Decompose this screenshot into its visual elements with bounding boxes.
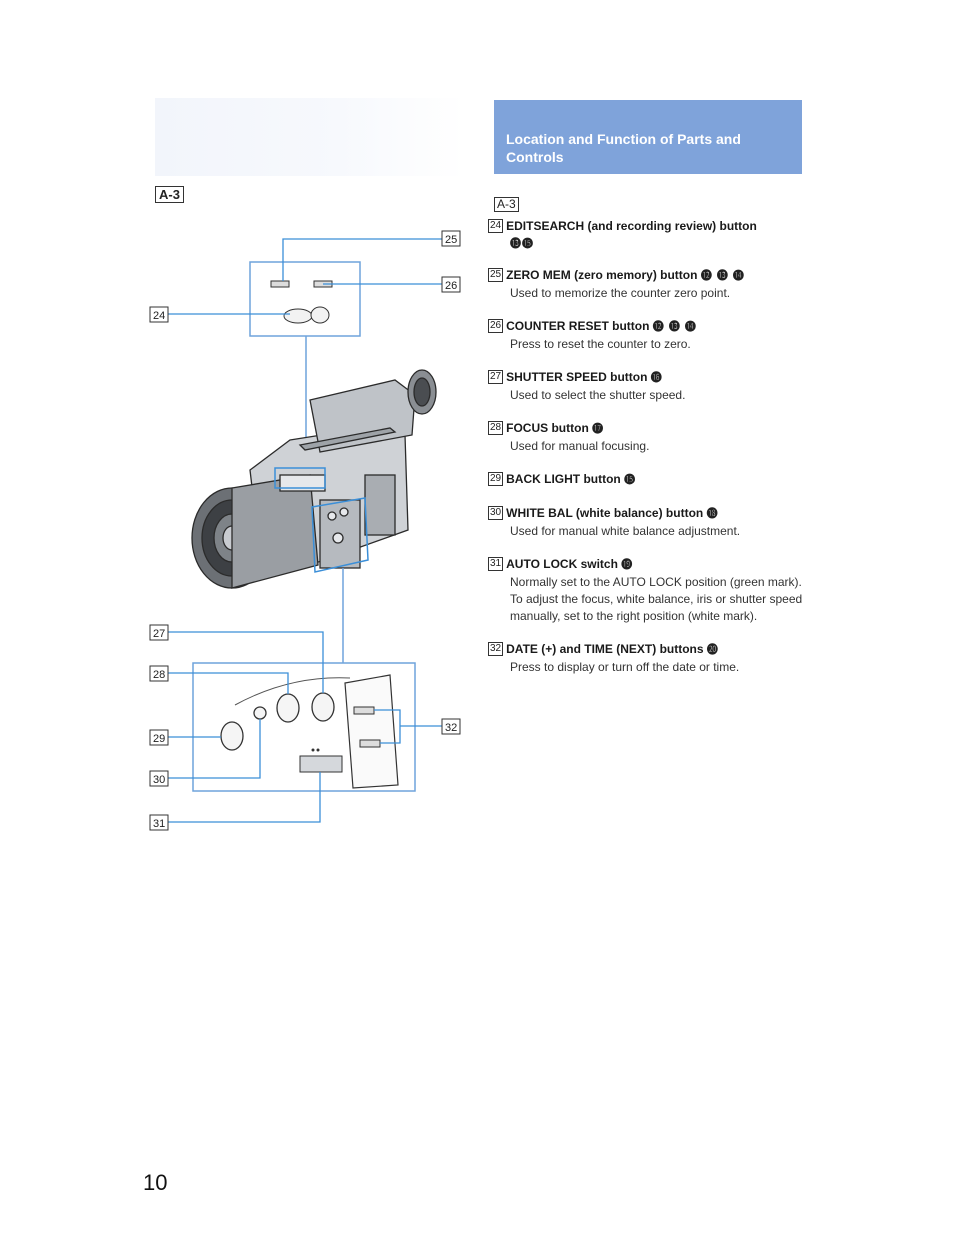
page-ref-icons: ⓬ ⓭ ⓮	[700, 270, 745, 282]
page-number: 10	[143, 1170, 168, 1195]
item-number: 26	[488, 319, 504, 333]
page-ref-icons: ⓱	[592, 423, 605, 435]
leader-line-25	[282, 238, 442, 281]
camera-side-highlight	[311, 497, 369, 573]
camcorder-body	[191, 369, 437, 589]
list-item: 29 BACK LIGHT button ⓯	[488, 471, 808, 489]
page-ref-icons: ⓰	[650, 372, 663, 384]
item-description: Used to memorize the counter zero point.	[510, 286, 731, 300]
item-number: 30	[488, 506, 504, 520]
side-panel-shape	[344, 674, 399, 789]
item-description: Press to display or turn off the date or…	[510, 660, 740, 674]
auto-lock-switch-shape	[299, 755, 343, 773]
page-ref-icons: ⓯	[624, 474, 637, 486]
item-description: Used for manual white balance adjustment…	[510, 524, 741, 538]
page-ref-icons: ⓭⓯	[510, 238, 534, 250]
page-ref-icons: ⓴	[706, 644, 719, 656]
item-title: BACK LIGHT button ⓯	[506, 472, 637, 486]
page-ref-icons: ⓳	[621, 559, 634, 571]
item-title: SHUTTER SPEED button ⓰	[506, 370, 663, 384]
item-number: 24	[488, 219, 504, 233]
leader-line-31	[168, 772, 321, 823]
list-item: 24 EDITSEARCH (and recording review) but…	[488, 218, 808, 253]
back-light-button-shape	[220, 721, 244, 751]
callout-29: 29	[153, 733, 165, 745]
header-left-band	[155, 98, 465, 176]
callout-27: 27	[153, 628, 165, 640]
callout-30: 30	[153, 774, 165, 786]
section-title: Location and Function of Parts and Contr…	[506, 131, 741, 165]
item-title: FOCUS button ⓱	[506, 421, 605, 435]
item-title: AUTO LOCK switch ⓳	[506, 557, 634, 571]
item-title: EDITSEARCH (and recording review) button	[506, 219, 757, 233]
figure-label: A-3	[155, 186, 184, 203]
item-number: 29	[488, 472, 504, 486]
item-title: WHITE BAL (white balance) button ⓲	[506, 506, 719, 520]
page-ref-icons: ⓲	[706, 508, 719, 520]
callout-32: 32	[445, 722, 457, 734]
top-detail-box	[249, 261, 361, 337]
camera-top-highlight	[274, 467, 326, 489]
list-item: 25 ZERO MEM (zero memory) button ⓬ ⓭ ⓮ U…	[488, 267, 808, 302]
editsearch-button-shape	[283, 308, 313, 324]
date-button-shape	[353, 706, 375, 715]
white-bal-button-shape	[253, 706, 267, 720]
page-ref-icons: ⓬ ⓭ ⓮	[652, 321, 697, 333]
item-description: Normally set to the AUTO LOCK position (…	[510, 575, 803, 623]
list-item: 26 COUNTER RESET button ⓬ ⓭ ⓮ Press to r…	[488, 318, 808, 353]
callout-24: 24	[153, 310, 165, 322]
leader-line-30	[168, 719, 261, 779]
callout-31: 31	[153, 818, 165, 830]
zero-mem-button-shape	[270, 280, 290, 288]
camcorder-diagram: 25 26 24 27 28 29 30 31 32	[149, 230, 461, 831]
item-title: DATE (+) and TIME (NEXT) buttons ⓴	[506, 642, 719, 656]
item-description: Press to reset the counter to zero.	[510, 337, 691, 351]
list-item: 27 SHUTTER SPEED button ⓰ Used to select…	[488, 369, 808, 404]
parts-list: 24 EDITSEARCH (and recording review) but…	[488, 218, 808, 692]
button-panel-curve	[234, 677, 351, 706]
item-number: 32	[488, 642, 504, 656]
list-label: A-3	[494, 197, 519, 212]
callout-26: 26	[445, 280, 457, 292]
time-button-shape	[359, 739, 381, 748]
callout-25: 25	[445, 234, 457, 246]
item-number: 31	[488, 557, 504, 571]
list-item: 28 FOCUS button ⓱ Used for manual focusi…	[488, 420, 808, 455]
bottom-detail-box	[192, 662, 416, 792]
item-description: Used for manual focusing.	[510, 439, 650, 453]
callout-28: 28	[153, 669, 165, 681]
list-item: 32 DATE (+) and TIME (NEXT) buttons ⓴ Pr…	[488, 641, 808, 676]
item-number: 25	[488, 268, 504, 282]
item-title: ZERO MEM (zero memory) button ⓬ ⓭ ⓮	[506, 268, 745, 282]
item-description: Used to select the shutter speed.	[510, 388, 686, 402]
item-title: COUNTER RESET button ⓬ ⓭ ⓮	[506, 319, 697, 333]
leader-line-27	[168, 631, 324, 693]
list-item: 31 AUTO LOCK switch ⓳ Normally set to th…	[488, 556, 808, 625]
shutter-speed-button-shape	[311, 692, 335, 722]
list-item: 30 WHITE BAL (white balance) button ⓲ Us…	[488, 505, 808, 540]
focus-button-shape	[276, 693, 300, 723]
section-header: Location and Function of Parts and Contr…	[494, 100, 802, 174]
item-number: 28	[488, 421, 504, 435]
leader-line-28	[168, 672, 289, 694]
item-number: 27	[488, 370, 504, 384]
editsearch-knob-shape	[310, 306, 330, 324]
